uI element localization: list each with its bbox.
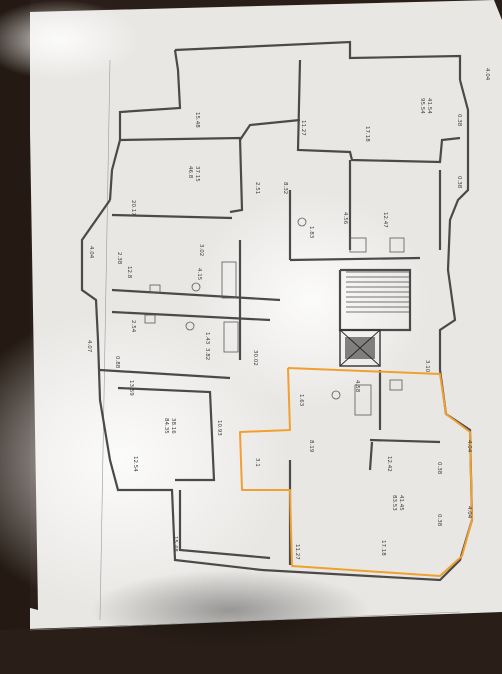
apartment-area-b: 84.35 — [163, 418, 169, 434]
room-area-label: 2.38 — [116, 252, 122, 265]
staircase — [346, 271, 410, 313]
apartment-area-b: 95.54 — [419, 98, 425, 114]
room-area-label: 1.83 — [308, 226, 314, 239]
apartment-label-mid-left: 37.15 46.8 — [187, 166, 200, 182]
room-area-label: 0.38 — [436, 462, 442, 475]
room-area-label: 8.32 — [282, 182, 288, 194]
margin-line — [99, 59, 111, 621]
room-area-label: 11.27 — [300, 120, 306, 136]
room-area-label: 20.17 — [130, 200, 136, 216]
apartment-area-a: 41.54 — [426, 98, 432, 114]
room-area-label: 4.04 — [88, 246, 94, 259]
room-area-label: 12.54 — [132, 456, 138, 472]
room-area-label: 12.42 — [386, 456, 392, 472]
room-area-label: 12.47 — [382, 212, 388, 228]
room-area-labels: 15.48 11.27 17.18 0.38 4.04 0.38 2.51 8.32 20.17… — [86, 68, 490, 560]
apartment-area-b: 46.8 — [187, 166, 193, 179]
room-area-label: 0.88 — [114, 356, 120, 369]
room-area-label: 0.38 — [436, 514, 442, 527]
room-area-label: 10.93 — [216, 420, 222, 436]
room-area-label: 3.02 — [198, 244, 204, 256]
apartment-area-a: 41.45 — [398, 495, 404, 511]
hand-shadow — [90, 570, 370, 650]
apartment-area-a: 38.16 — [170, 418, 176, 434]
room-area-label: 8.19 — [308, 440, 314, 453]
room-area-label: 17.18 — [380, 540, 386, 556]
room-area-label: 17.18 — [364, 126, 370, 142]
elevator-shaft — [339, 329, 381, 367]
room-area-label: 0.38 — [456, 114, 462, 127]
room-area-label: 13.59 — [128, 380, 134, 396]
apartment-label-top-right: 41.54 95.54 — [419, 98, 432, 114]
room-area-label: 4.15 — [196, 268, 202, 281]
room-area-label: 2.51 — [254, 182, 260, 194]
apartment-area-a: 37.15 — [194, 166, 200, 182]
room-area-label: 4.04 — [466, 440, 472, 453]
apartment-highlight-outline — [239, 367, 473, 577]
apartment-area-b: 83.53 — [391, 495, 397, 511]
room-area-label: 11.27 — [294, 544, 300, 560]
room-area-label: 1.43 — [204, 332, 210, 345]
room-area-label: 3.10 — [424, 360, 430, 373]
room-area-label: 4.07 — [86, 340, 92, 353]
room-area-label: 3.82 — [204, 348, 210, 360]
room-area-label: 4.58 — [354, 380, 360, 393]
room-area-label: 2.54 — [130, 320, 136, 333]
apartment-label-highlighted: 41.45 83.53 — [391, 495, 404, 511]
apartment-label-bottom-left: 38.16 84.35 — [163, 418, 176, 434]
room-area-label: 4.56 — [342, 212, 348, 225]
room-area-label: 1.63 — [298, 394, 304, 407]
room-area-label: 4.04 — [484, 68, 490, 81]
light-glare — [0, 310, 290, 610]
room-area-label: 3.1 — [254, 458, 260, 467]
room-area-label: 12.8 — [126, 266, 132, 279]
margin-line-bottom — [29, 611, 461, 631]
room-area-label: 0.38 — [456, 176, 462, 189]
fixtures — [144, 217, 405, 416]
room-area-label: 15.48 — [172, 536, 178, 552]
light-glare-3 — [0, 0, 140, 80]
room-area-label: 15.48 — [194, 112, 200, 128]
room-area-label: 30.02 — [252, 350, 258, 366]
room-area-label: 4.04 — [466, 506, 472, 519]
